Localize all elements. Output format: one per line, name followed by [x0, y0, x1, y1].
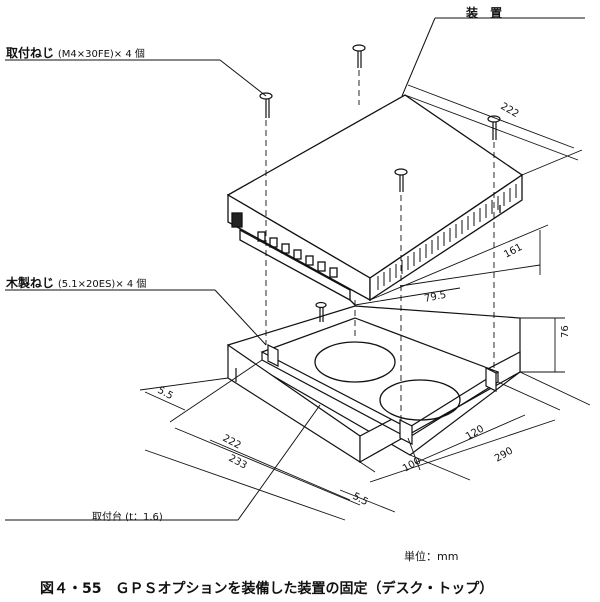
- mounting-plate: [260, 317, 500, 445]
- figure-caption: 図４・55 ＧＰＳオプションを装備した装置の固定（デスク・トップ）: [40, 581, 494, 597]
- mount-screw-1: [259, 92, 273, 118]
- dim-front-margin: 5.5: [351, 491, 370, 508]
- dim-base-height: 76: [560, 325, 571, 338]
- dim-base-width: 290: [493, 446, 515, 465]
- mount-screw-2: [352, 44, 366, 68]
- wood-screw-name: 木製ねじ: [6, 276, 55, 290]
- dim-foot-offset: 79.5: [423, 290, 447, 305]
- vent-slats: [377, 184, 517, 290]
- device-label: 装 置: [466, 6, 507, 20]
- dimension-lines: [139, 84, 591, 521]
- wood-screw: [315, 301, 327, 322]
- unit-label: 単位：mm: [404, 550, 459, 563]
- hole-left: [314, 341, 396, 383]
- mount-screw-label: 取付ねじ (M4×30FE)× 4 個: [6, 44, 145, 61]
- dim-hole-offset: 100: [401, 456, 423, 475]
- wood-screw-spec: (5.1×20ES)× 4 個: [57, 279, 147, 290]
- dim-device-width: 161: [502, 242, 524, 261]
- dim-base-depth: 233: [227, 453, 249, 472]
- leader-lines: [5, 17, 585, 521]
- hole-right: [379, 379, 461, 421]
- device-box: [226, 94, 524, 306]
- dim-left-margin: 5.5: [156, 385, 175, 402]
- mount-plate-label: 取付台 (t：1.6): [92, 512, 163, 523]
- dim-device-depth: 222: [499, 101, 521, 120]
- dim-hole-spacing: 120: [464, 424, 486, 443]
- wood-screw-label: 木製ねじ (5.1×20ES)× 4 個: [6, 274, 146, 291]
- mount-screw-spec: (M4×30FE)× 4 個: [57, 49, 145, 60]
- alignment-lines: [265, 70, 495, 420]
- mount-screw-name: 取付ねじ: [6, 46, 55, 60]
- mount-screw-3: [487, 115, 501, 140]
- mount-screw-4: [394, 168, 408, 192]
